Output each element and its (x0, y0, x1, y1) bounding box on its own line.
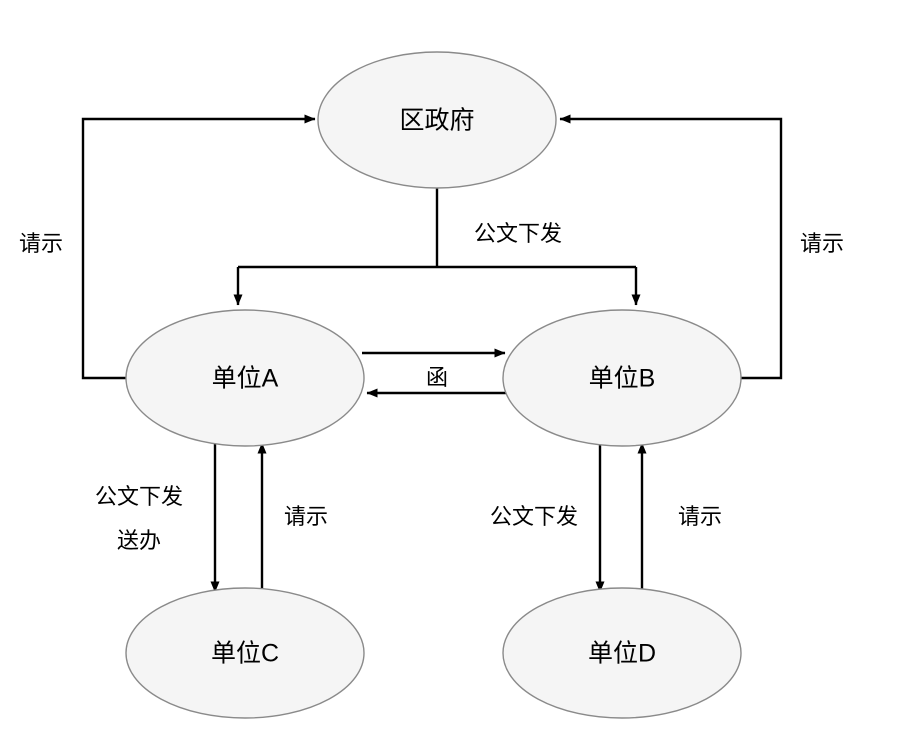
edge-path-a-to-gov (81, 114, 316, 380)
edge-path-b-to-gov (559, 114, 783, 380)
edge-label-han: 函 (426, 365, 448, 390)
edge-b-to-gov: 请示 (559, 114, 844, 380)
edge-gov-to-units: 公文下发 (233, 188, 641, 306)
edge-label-d-to-b: 请示 (678, 504, 722, 529)
node-unit-d[interactable]: 单位D (502, 587, 742, 719)
node-unit-b-label: 单位B (589, 365, 656, 393)
node-unit-c-label: 单位C (211, 640, 279, 668)
node-unit-c-ellipse[interactable] (125, 587, 365, 719)
edge-a-to-gov: 请示 (19, 114, 316, 380)
edge-b-to-d: 公文下发 (490, 443, 605, 593)
node-gov[interactable]: 区政府 (317, 51, 557, 189)
node-gov-ellipse[interactable] (317, 51, 557, 189)
node-unit-c[interactable]: 单位C (125, 587, 365, 719)
edge-c-to-a: 请示 (257, 442, 328, 589)
edge-label-gov-to-units: 公文下发 (474, 221, 562, 246)
node-unit-a-ellipse[interactable] (125, 309, 365, 447)
node-unit-a-label: 单位A (212, 365, 279, 393)
edge-label-b-to-d: 公文下发 (490, 504, 578, 529)
edge-d-to-b: 请示 (637, 442, 722, 589)
node-unit-b[interactable]: 单位B (502, 309, 742, 447)
node-unit-a[interactable]: 单位A (125, 309, 365, 447)
node-unit-b-ellipse[interactable] (502, 309, 742, 447)
node-unit-d-ellipse[interactable] (502, 587, 742, 719)
node-gov-label: 区政府 (399, 107, 474, 135)
edge-label-a-to-gov: 请示 (19, 231, 63, 256)
edge-label-c-to-a: 请示 (284, 504, 328, 529)
edge-a-to-c: 公文下发 送办 (95, 443, 220, 593)
edge-label-a-to-c-line1: 公文下发 (95, 484, 183, 509)
edge-label-b-to-gov: 请示 (800, 231, 844, 256)
node-unit-d-label: 单位D (588, 640, 656, 668)
edge-b-to-a: 函 (366, 365, 508, 398)
edge-label-a-to-c-line2: 送办 (117, 528, 161, 553)
